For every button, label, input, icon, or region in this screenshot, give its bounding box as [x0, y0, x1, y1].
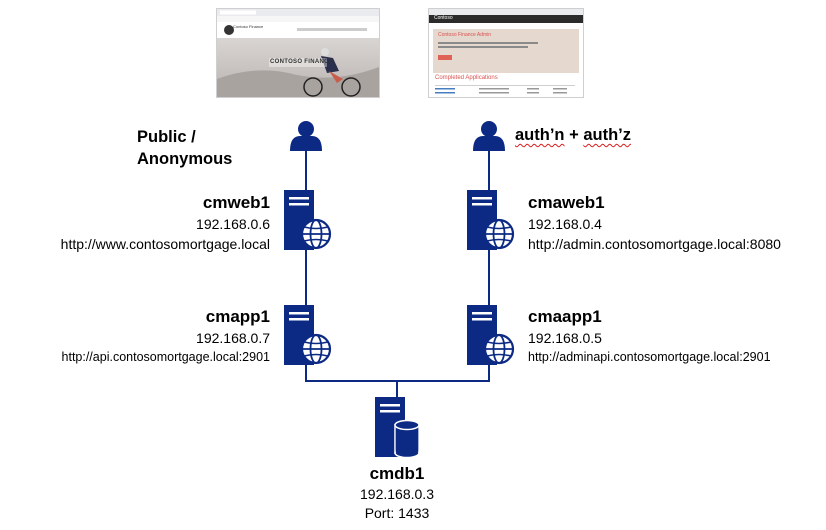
cmaapp1-url: http://adminapi.contosomortgage.local:29… [528, 350, 771, 365]
cmdb1-labels: cmdb1 192.168.0.3 Port: 1433 [347, 464, 447, 522]
link-apps-to-db [305, 365, 490, 382]
admin-site-section-title: Completed Applications [435, 75, 498, 81]
admin-site-screenshot: Contoso Contoso Finance Admin Completed … [428, 8, 584, 98]
cmaapp1-ip: 192.168.0.5 [528, 330, 602, 347]
cmweb1-url: http://www.contosomortgage.local [60, 236, 270, 253]
cmdb1-ip: 192.168.0.3 [360, 486, 434, 503]
cmdb1-port: Port: 1433 [364, 505, 430, 522]
public-user-label-line2: Anonymous [137, 150, 233, 168]
cmaapp1-labels: cmaapp1 192.168.0.5 http://adminapi.cont… [528, 307, 771, 365]
web-server-icon [284, 305, 332, 365]
cmweb1-labels: cmweb1 192.168.0.6 http://www.contosomor… [61, 193, 270, 253]
connector-lines [305, 150, 490, 397]
public-site-screenshot: Contoso Finance CONTOSO FINANCE [216, 8, 380, 98]
cmweb1-ip: 192.168.0.6 [196, 216, 270, 233]
public-user-label: Public / Anonymous [137, 126, 232, 170]
web-server-icon [467, 190, 515, 250]
cmaweb1-labels: cmaweb1 192.168.0.4 http://admin.contoso… [528, 193, 781, 253]
database-cylinder [394, 419, 420, 459]
cmapp1-ip: 192.168.0.7 [196, 330, 270, 347]
auth-label-authz: auth’z [583, 126, 631, 144]
auth-label-authn: auth’n [515, 126, 565, 144]
cmaweb1-url: http://admin.contosomortgage.local:8080 [528, 236, 781, 253]
user-icon [473, 121, 505, 151]
public-site-hero-text: CONTOSO FINANCE [270, 59, 334, 65]
cmaweb1-name: cmaweb1 [528, 193, 605, 212]
cmapp1-url: http://api.contosomortgage.local:2901 [61, 350, 270, 365]
database-server-icon [375, 397, 420, 459]
cmaweb1-ip: 192.168.0.4 [528, 216, 602, 233]
auth-user-label: auth’n + auth’z [515, 126, 631, 146]
web-server-icon [284, 190, 332, 250]
cmweb1-name: cmweb1 [202, 193, 270, 212]
admin-site-brand: Contoso [434, 15, 453, 21]
cmdb1-name: cmdb1 [369, 464, 425, 483]
web-server-icon [467, 305, 515, 365]
public-user-label-line1: Public / [137, 128, 196, 146]
admin-site-panel-title: Contoso Finance Admin [438, 32, 492, 38]
cmapp1-name: cmapp1 [205, 307, 270, 326]
auth-label-plus: + [564, 126, 584, 144]
user-icon [290, 121, 322, 151]
public-site-brand: Contoso Finance [233, 24, 264, 29]
cmapp1-labels: cmapp1 192.168.0.7 http://api.contosomor… [62, 307, 270, 365]
cmaapp1-name: cmaapp1 [528, 307, 602, 326]
